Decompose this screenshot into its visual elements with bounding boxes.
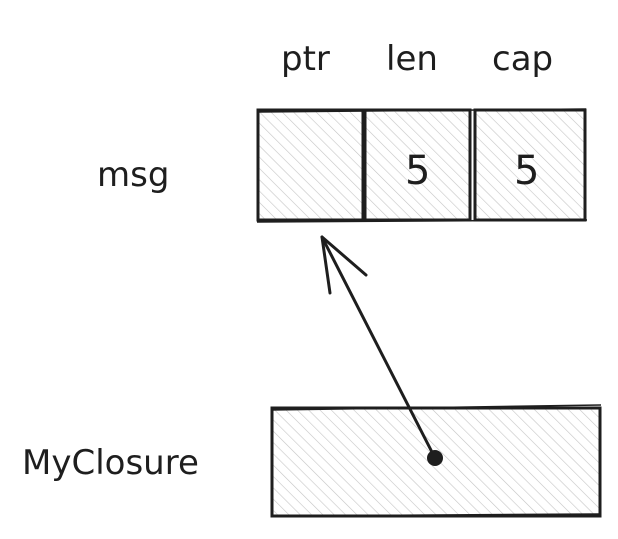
msg-struct <box>256 108 588 223</box>
pointer-arrow <box>320 235 443 466</box>
pointer-origin-dot <box>427 450 443 466</box>
arrow-shaft <box>320 235 437 460</box>
struct-name-msg: msg <box>97 155 170 195</box>
ptr-cell <box>256 108 365 222</box>
field-header-cap: cap <box>492 39 554 79</box>
arrow-head <box>320 235 368 295</box>
closure-name: MyClosure <box>22 443 199 483</box>
field-header-len: len <box>386 39 438 79</box>
field-header-ptr: ptr <box>281 39 330 79</box>
len-cell <box>363 108 472 222</box>
field-value-len: 5 <box>405 148 431 194</box>
field-value-cap: 5 <box>514 148 540 194</box>
